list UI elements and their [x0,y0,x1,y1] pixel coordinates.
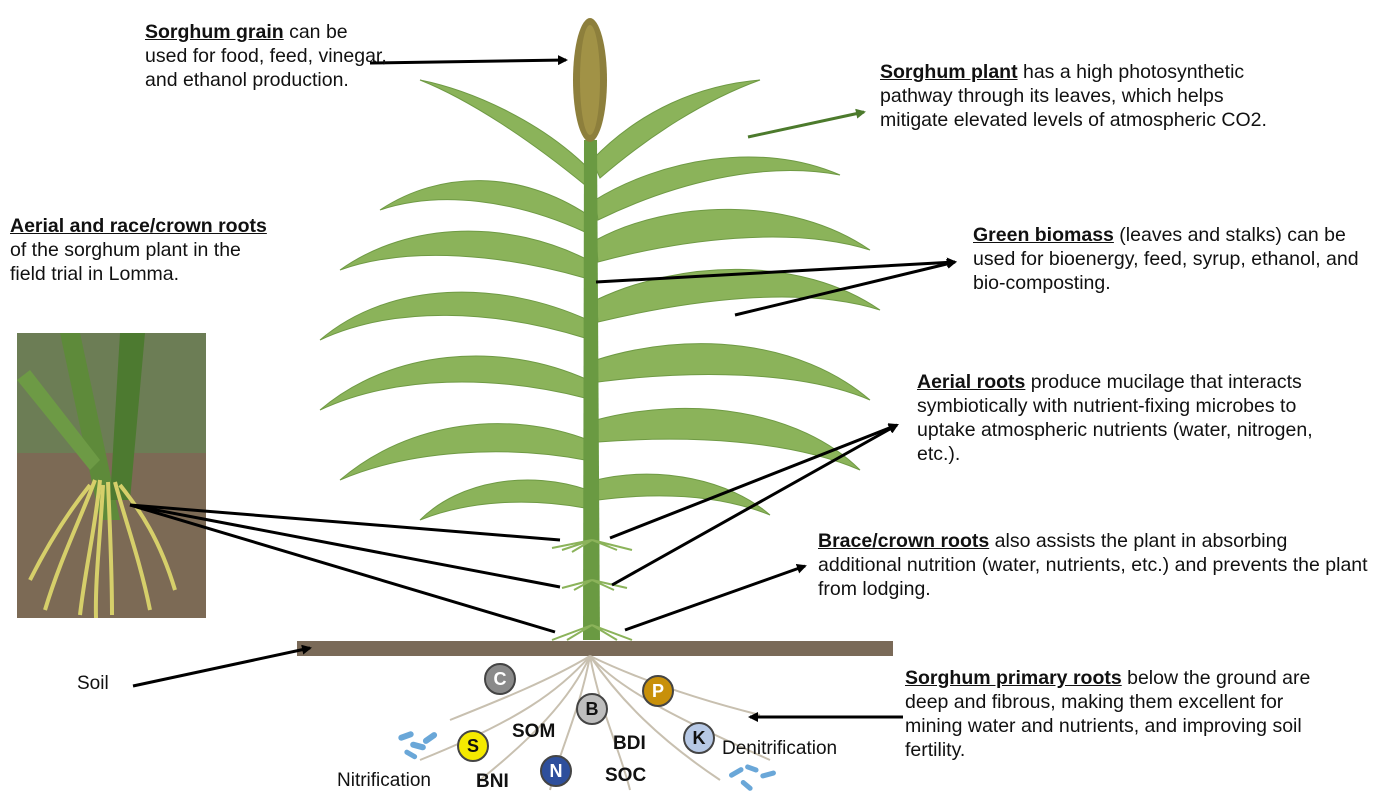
field-photo [17,333,206,618]
nutrient-n-symbol: N [550,761,563,782]
annotation-aerial-roots-title: Aerial roots [917,371,1025,393]
leaf [340,231,588,278]
arrow-brace [625,566,805,630]
annotation-grain-title: Sorghum grain [145,21,284,43]
nutrient-n-badge: N [540,755,572,787]
annotation-plant: Sorghum plant has a high photosynthetic … [880,60,1280,132]
nutrient-c-badge: C [484,663,516,695]
leaf [320,292,588,340]
leaf [320,356,588,410]
term-som: SOM [512,721,555,743]
nutrient-k-badge: K [683,722,715,754]
annotation-primary: Sorghum primary roots below the ground a… [905,666,1345,762]
leaf [420,80,590,185]
annotation-aerial-crown-title: Aerial and race/crown roots [10,215,267,237]
arrow-plant [748,112,864,137]
annotation-plant-title: Sorghum plant [880,61,1018,83]
arrow-soil [133,648,310,686]
nutrient-b-symbol: B [586,699,599,720]
term-bdi: BDI [613,733,646,755]
annotation-aerial-roots: Aerial roots produce mucilage that inter… [917,370,1357,466]
annotation-brace-title: Brace/crown roots [818,530,989,552]
annotation-biomass: Green biomass (leaves and stalks) can be… [973,223,1363,295]
annotation-aerial-crown-text: of the sorghum plant in the field trial … [10,239,241,285]
grain-head [573,18,607,142]
bacteria-right [728,764,776,792]
term-nitrification: Nitrification [337,770,431,792]
leaf [596,408,860,470]
annotation-brace: Brace/crown roots also assists the plant… [818,529,1368,601]
nutrient-s-symbol: S [467,736,479,757]
nutrient-s-badge: S [457,730,489,762]
term-bni: BNI [476,771,509,793]
leaf [596,209,870,262]
nutrient-c-symbol: C [494,669,507,690]
nutrient-p-badge: P [642,675,674,707]
nutrient-b-badge: B [576,693,608,725]
nutrient-p-symbol: P [652,681,664,702]
leaf [420,480,588,520]
leaf [596,344,870,400]
annotation-biomass-title: Green biomass [973,224,1114,246]
leaf [340,424,588,480]
arrow-grain [370,60,566,63]
leaf [380,181,588,232]
soil-label: Soil [77,673,109,695]
nutrient-k-symbol: K [693,728,706,749]
annotation-primary-title: Sorghum primary roots [905,667,1122,689]
annotation-grain: Sorghum grain can be used for food, feed… [145,20,395,92]
soil-bar [297,641,893,656]
annotation-aerial-crown: Aerial and race/crown roots of the sorgh… [10,214,272,286]
term-denitrification: Denitrification [722,738,837,760]
term-soc: SOC [605,765,646,787]
